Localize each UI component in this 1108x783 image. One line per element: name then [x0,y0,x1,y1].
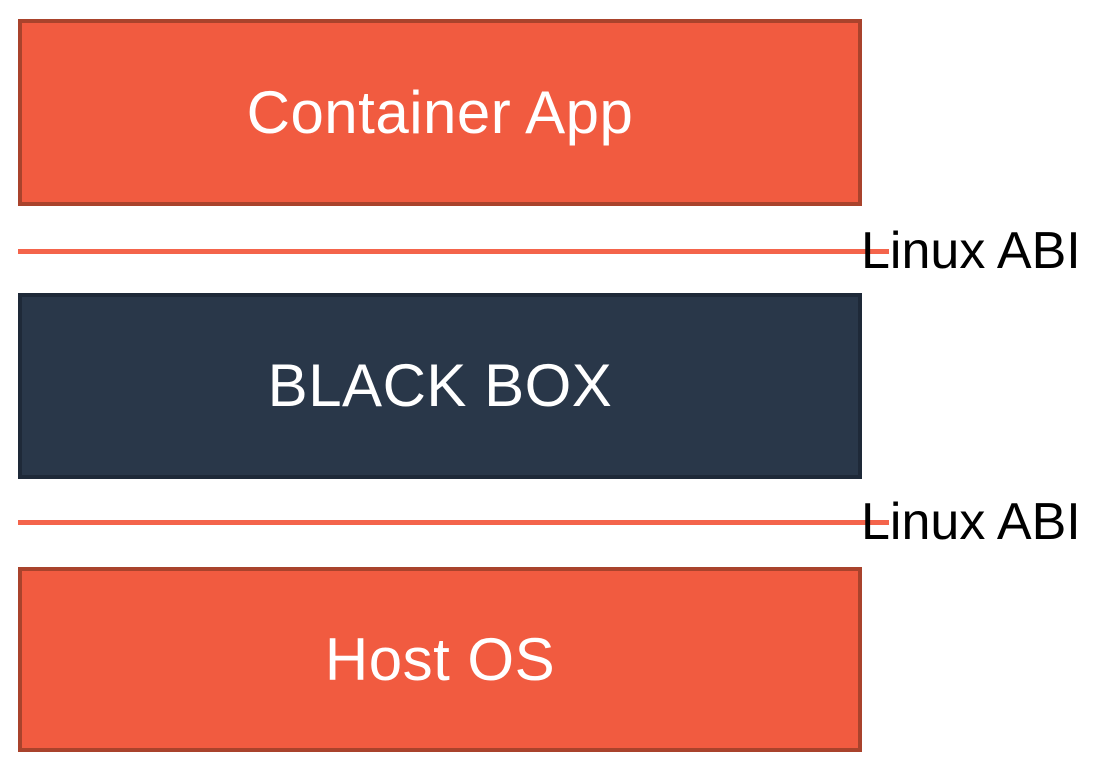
linux-abi-label-top: Linux ABI [861,222,1081,280]
linux-abi-line-top [18,249,889,254]
container-app-box: Container App [18,19,862,206]
linux-abi-label-bottom: Linux ABI [861,493,1081,551]
linux-abi-line-bottom [18,520,889,525]
black-box: BLACK BOX [18,293,862,479]
host-os-label: Host OS [324,625,556,693]
container-app-label: Container App [246,78,634,146]
host-os-box: Host OS [18,567,862,752]
black-box-label: BLACK BOX [267,352,613,419]
